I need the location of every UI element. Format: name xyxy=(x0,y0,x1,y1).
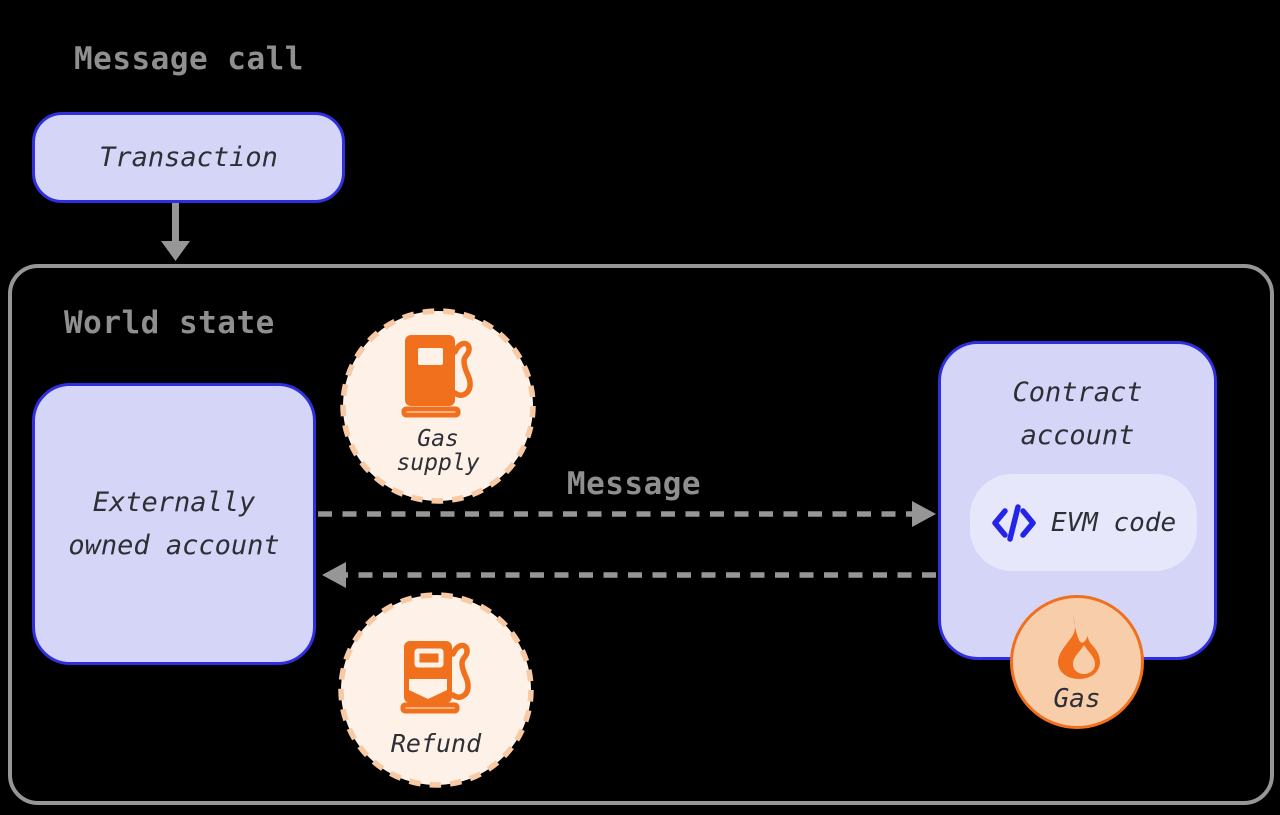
message-arrow-left-icon xyxy=(322,562,936,588)
gas-pump-refund-icon xyxy=(400,641,471,714)
world-state-label: World state xyxy=(64,305,275,341)
flame-icon xyxy=(1058,614,1100,679)
refund-circle: Refund xyxy=(336,590,536,790)
arrow-down-icon xyxy=(161,203,190,261)
gas-supply-circle: Gas supply xyxy=(338,306,538,506)
world-state-box xyxy=(8,264,1274,805)
transaction-label: Transaction xyxy=(99,142,278,173)
contract-label-line2: account xyxy=(1020,420,1135,451)
gas-label: Gas xyxy=(1053,684,1101,714)
message-label: Message xyxy=(566,466,702,502)
evm-code-pill: EVM code xyxy=(970,474,1197,571)
transaction-box: Transaction xyxy=(32,112,345,203)
message-arrow-right-icon xyxy=(318,501,936,527)
refund-label: Refund xyxy=(390,729,482,758)
page-title: Message call xyxy=(74,41,304,77)
gas-supply-label: Gas supply xyxy=(396,426,480,476)
code-icon xyxy=(992,503,1036,542)
eoa-label-line1: Externally xyxy=(92,487,256,518)
externally-owned-account-box: Externally owned account xyxy=(32,383,316,665)
contract-label-line1: Contract xyxy=(1012,377,1143,408)
gas-circle: Gas xyxy=(1010,595,1144,729)
eoa-label-line2: owned account xyxy=(68,530,280,561)
evm-code-label: EVM code xyxy=(1050,507,1177,538)
gas-pump-icon xyxy=(401,335,473,418)
